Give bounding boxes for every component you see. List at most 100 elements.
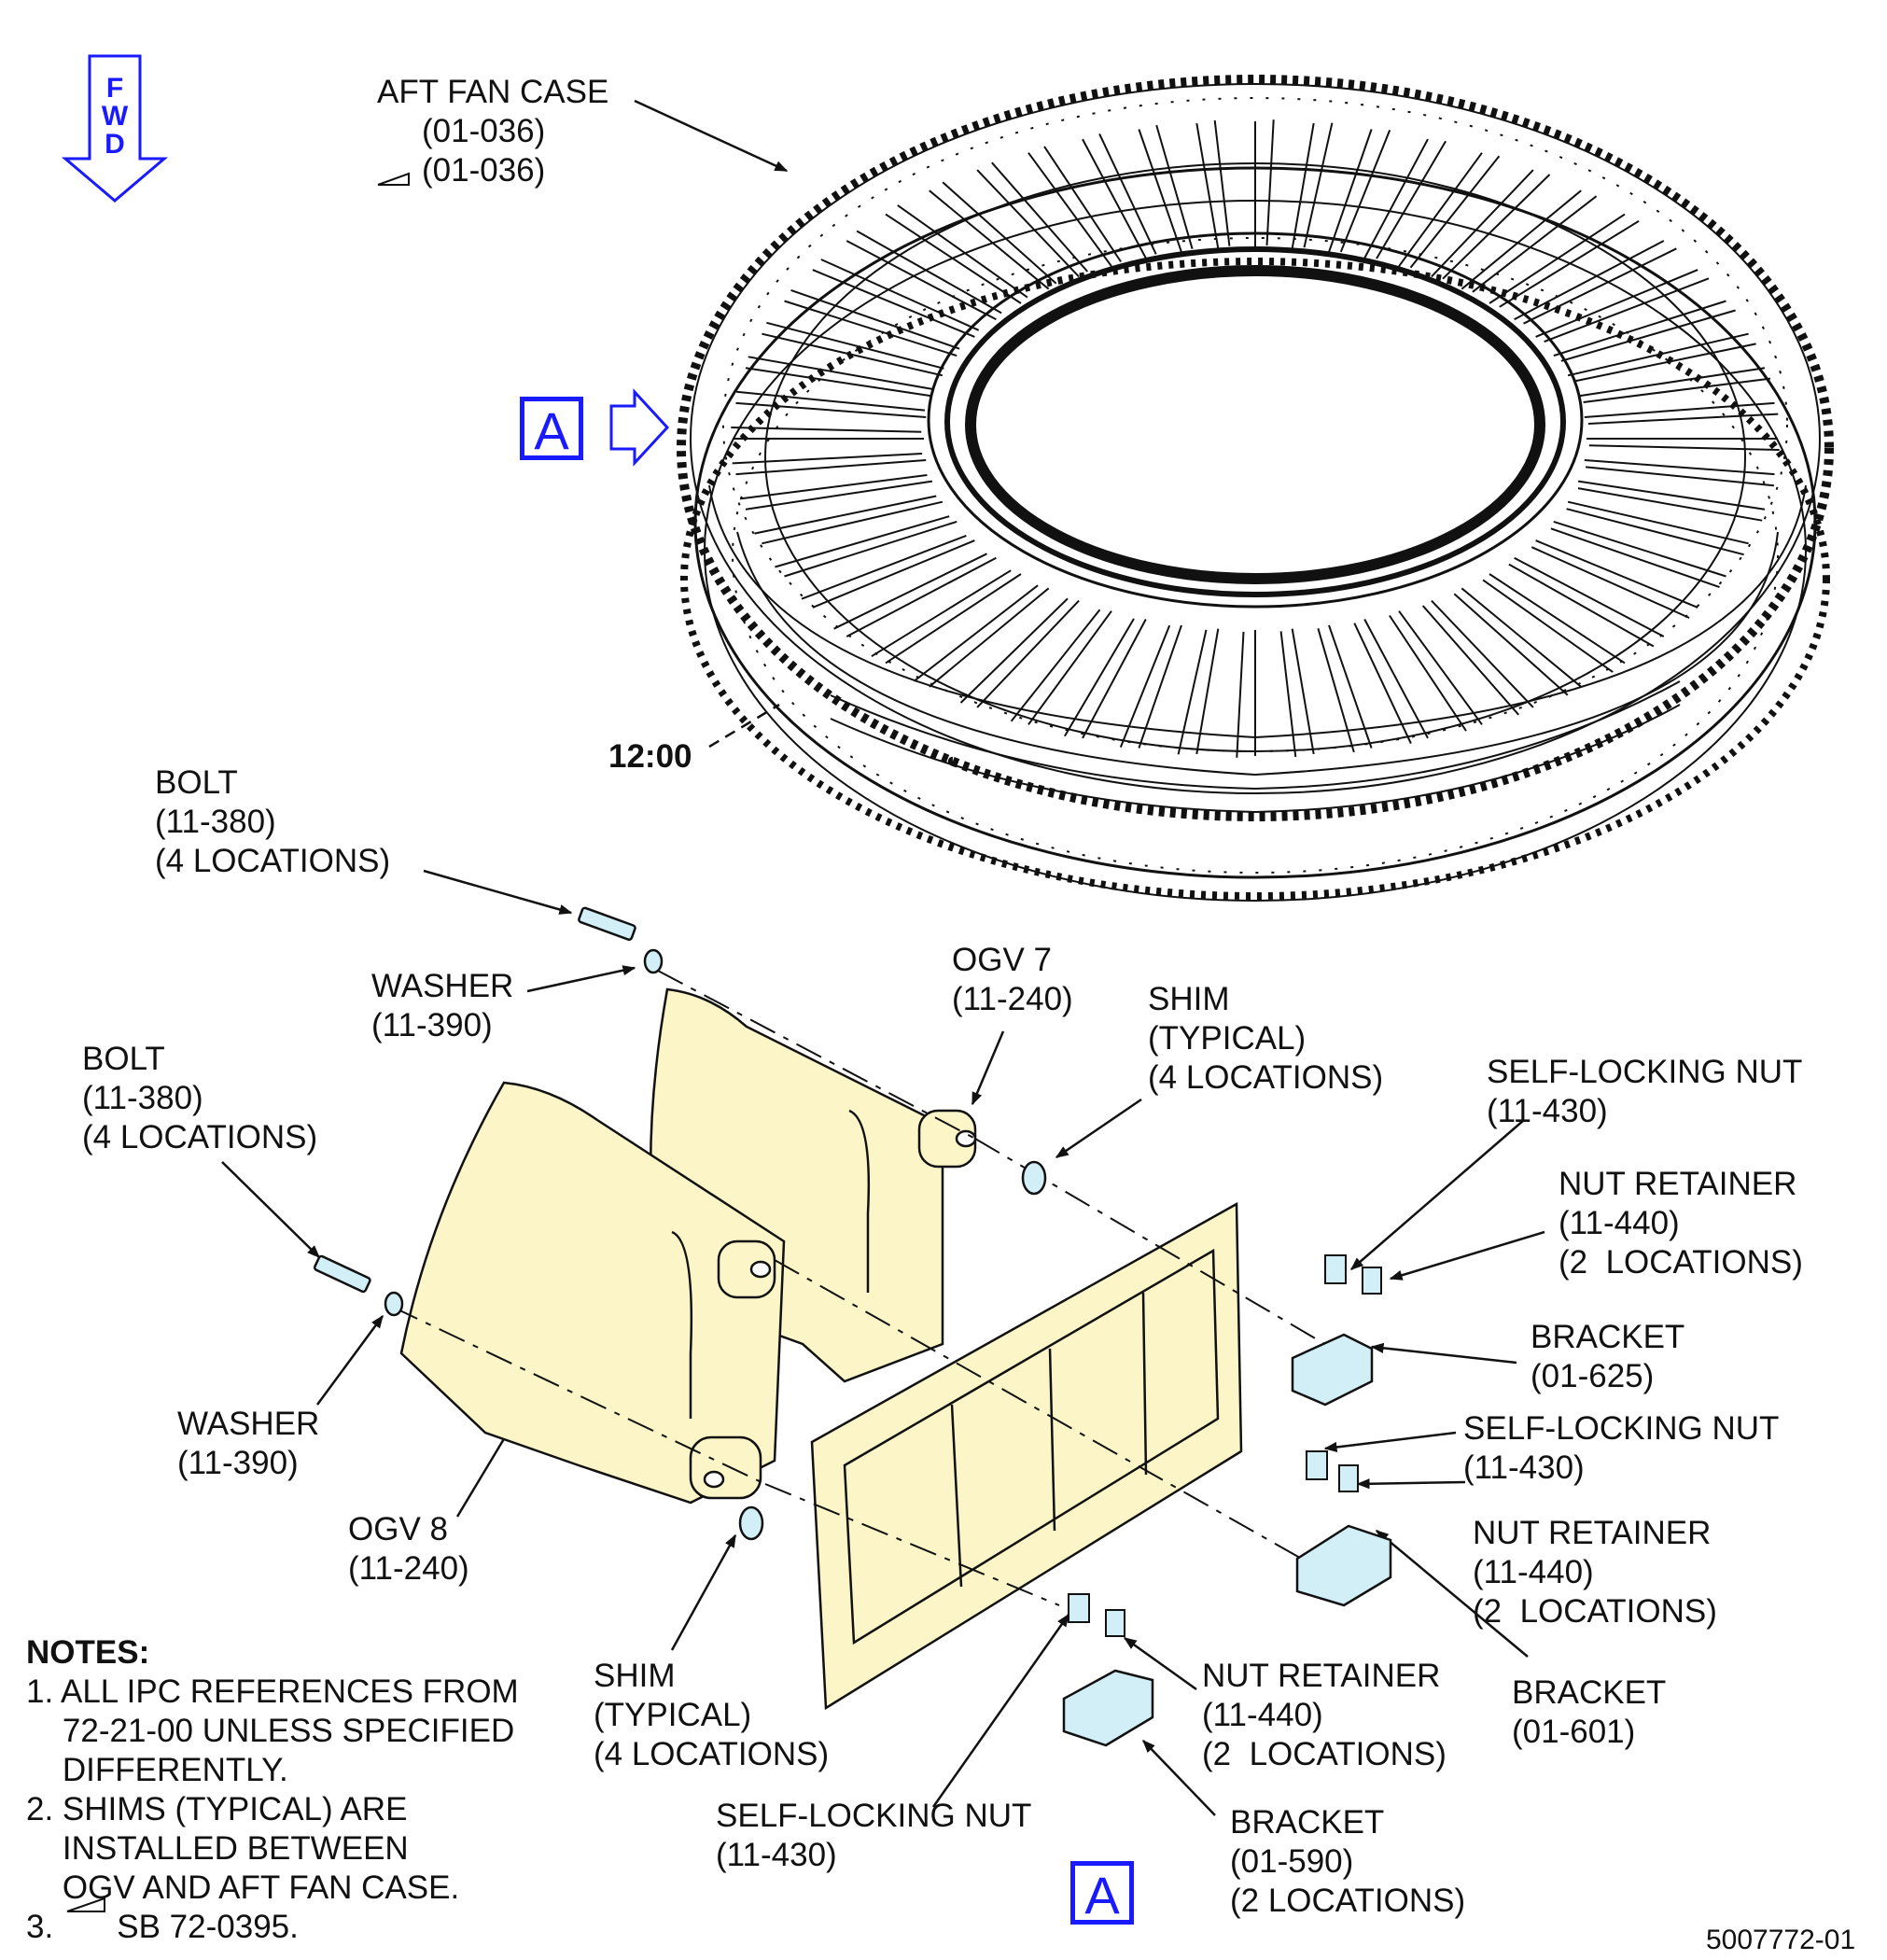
nut-retainer-1	[1362, 1267, 1382, 1295]
vane-edge-line	[775, 515, 950, 568]
vane-edge-line	[1566, 508, 1744, 556]
vane-edge-line	[897, 204, 1028, 299]
vane-line	[735, 459, 927, 476]
nut-retainer-3-qty: (2 LOCATIONS)	[1202, 1736, 1447, 1772]
vane-line	[1577, 367, 1766, 398]
vane-edge-line	[871, 569, 1012, 658]
vane-edge-line	[1409, 155, 1501, 269]
nut-retainer-1-qty: (2 LOCATIONS)	[1559, 1244, 1803, 1281]
bolt-lower-name: BOLT	[82, 1041, 165, 1077]
vane-line	[1291, 628, 1315, 755]
fwd-letter-d: D	[105, 129, 125, 160]
nut-retainer-3-name: NUT RETAINER	[1202, 1658, 1441, 1694]
self-locking-nut-3-name: SELF-LOCKING NUT	[716, 1798, 1032, 1834]
vane-edge-line	[1043, 146, 1122, 263]
vane-line	[1138, 624, 1182, 749]
vane-line	[1082, 138, 1147, 259]
shim-lower-type: (TYPICAL)	[594, 1697, 752, 1733]
vane-line	[784, 300, 957, 357]
vane-edge-line	[731, 427, 922, 433]
vane-line	[1553, 520, 1726, 578]
vane-edge-line	[1587, 413, 1779, 425]
vane-edge-line	[1303, 122, 1334, 248]
sb-flag-icon	[66, 172, 410, 1912]
self-locking-nut-3-ref: (11-430)	[716, 1837, 837, 1873]
vane-line	[1584, 459, 1775, 476]
vane-line	[1138, 129, 1182, 253]
vane-line	[1027, 610, 1112, 725]
bracket-590-name: BRACKET	[1230, 1804, 1385, 1841]
vane-line	[1195, 122, 1220, 249]
shim-lower-qty: (4 LOCATIONS)	[594, 1736, 830, 1772]
vane-line	[1291, 122, 1315, 249]
vane-line	[1363, 619, 1429, 739]
vane-line	[1489, 573, 1626, 665]
bolt-lower-ref: (11-380)	[82, 1080, 203, 1116]
vane-edge-line	[1155, 124, 1194, 249]
nut-retainer-3	[1105, 1609, 1125, 1637]
washer-lower-name: WASHER	[177, 1406, 320, 1442]
bolt-upper-name: BOLT	[155, 764, 238, 801]
vane-edge-line	[856, 230, 1002, 315]
vane-edge-line	[1586, 466, 1774, 487]
vane-edge-line	[1588, 444, 1780, 451]
ogv-vane-array	[731, 119, 1780, 758]
vane-line	[1535, 539, 1698, 609]
bracket-601-name: BRACKET	[1512, 1674, 1667, 1711]
vane-line	[846, 556, 997, 637]
washer-lower-ref: (11-390)	[177, 1445, 299, 1481]
vane-line	[1489, 213, 1626, 304]
bolt-upper	[578, 906, 636, 941]
vane-edge-line	[1573, 343, 1756, 383]
vane-line	[885, 573, 1022, 665]
nut-retainer-2-name: NUT RETAINER	[1473, 1515, 1712, 1551]
aft-fan-case-segment	[810, 1201, 1243, 1711]
lower-panel-strip	[830, 680, 1681, 814]
ogv8-name: OGV 8	[348, 1511, 448, 1547]
vane-edge-line	[1482, 579, 1614, 673]
vane-edge-line	[913, 584, 1039, 682]
vane-line	[1328, 624, 1373, 749]
vane-edge-line	[1213, 119, 1231, 246]
vane-edge-line	[1177, 629, 1208, 755]
vane-line	[812, 269, 975, 338]
leader-lines	[221, 99, 1545, 1816]
vane-edge-line	[1064, 618, 1135, 737]
vane-edge-line	[790, 288, 960, 350]
figure-id: 5007772-01	[1706, 1925, 1856, 1955]
vane-edge-line	[754, 495, 937, 535]
vane-line	[1584, 401, 1775, 418]
vane-edge-line	[748, 356, 933, 390]
self-locking-nut-2-name: SELF-LOCKING NUT	[1463, 1410, 1780, 1447]
note-line-3: DIFFERENTLY.	[26, 1752, 288, 1788]
vane-line	[846, 240, 997, 321]
vane-line	[812, 539, 975, 609]
vane-line	[1431, 599, 1534, 708]
vane-edge-line	[1550, 527, 1720, 589]
vane-line	[1398, 152, 1483, 267]
aft-fan-case-name: AFT FAN CASE	[377, 74, 609, 110]
clock-position-label: 12:00	[608, 738, 692, 775]
nut-retainer-1-name: NUT RETAINER	[1559, 1166, 1797, 1202]
fwd-letter-w: W	[101, 101, 129, 132]
vane-line	[1363, 138, 1429, 259]
vane-edge-line	[1577, 487, 1763, 522]
note-line-7: 3. SB 72-0395.	[26, 1909, 299, 1945]
washer-upper-ref: (11-390)	[371, 1007, 493, 1043]
ogv-8	[399, 1081, 786, 1505]
vane-edge-line	[1531, 546, 1690, 619]
bolt-lower-qty: (4 LOCATIONS)	[82, 1119, 318, 1155]
vane-edge-line	[801, 534, 967, 600]
note-line-1: 1. ALL IPC REFERENCES FROM	[26, 1673, 519, 1710]
vane-line	[1577, 480, 1766, 511]
self-locking-nut-1-ref: (11-430)	[1487, 1093, 1608, 1129]
washer-upper	[643, 948, 664, 974]
vane-line	[1514, 556, 1665, 637]
view-a-marker-top: A	[520, 397, 583, 460]
vane-edge-line	[1265, 119, 1275, 246]
note-line-5: INSTALLED BETWEEN	[26, 1830, 409, 1867]
vane-edge-line	[1583, 377, 1771, 403]
vane-edge-line	[820, 259, 980, 331]
